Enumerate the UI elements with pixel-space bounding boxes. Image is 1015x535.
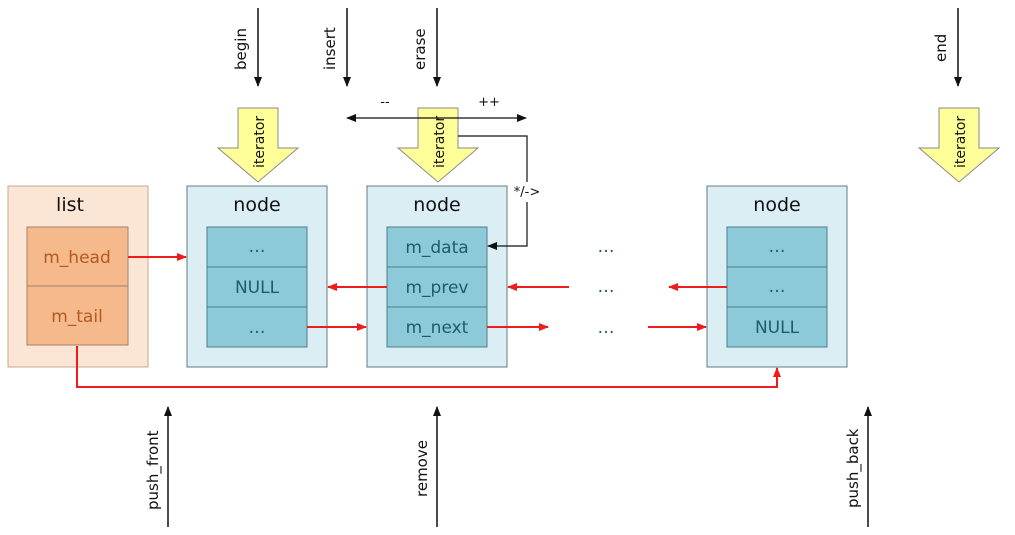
insert-label: insert bbox=[321, 27, 339, 70]
push-back-label: push_back bbox=[844, 428, 863, 508]
iterator-begin: iterator bbox=[216, 107, 300, 183]
ellipsis-3: … bbox=[598, 318, 615, 338]
node-2-field-3: m_next bbox=[406, 318, 469, 338]
iterator-ops bbox=[346, 114, 528, 250]
tail-to-node3-arrow bbox=[76, 346, 781, 388]
node-3-title: node bbox=[753, 194, 800, 216]
node-2: node m_data m_prev m_next bbox=[366, 185, 508, 368]
node-2-field-1: m_data bbox=[405, 238, 468, 258]
deref-label: */-> bbox=[514, 185, 540, 200]
end-label: end bbox=[932, 34, 950, 62]
push-front-label: push_front bbox=[144, 430, 163, 510]
decrement-label: -- bbox=[380, 95, 390, 110]
top-op-arrows bbox=[254, 8, 962, 87]
m-tail-label: m_tail bbox=[51, 307, 103, 327]
iterator-begin-label: iterator bbox=[252, 116, 268, 168]
iterator-end: iterator bbox=[917, 107, 1001, 183]
node-1-field-2: NULL bbox=[235, 278, 280, 298]
bottom-op-arrows bbox=[164, 406, 872, 527]
list-box: list m_head m_tail bbox=[7, 185, 149, 368]
node-1-field-3: … bbox=[249, 318, 266, 338]
increment-label: ++ bbox=[478, 95, 500, 110]
node-2-title: node bbox=[413, 194, 460, 216]
m-tail-cell bbox=[26, 285, 129, 346]
begin-label: begin bbox=[232, 28, 250, 70]
node-3-field-1: … bbox=[769, 237, 786, 257]
ellipsis-1: … bbox=[598, 237, 615, 257]
list-title: list bbox=[56, 194, 84, 216]
node-3: node … … NULL bbox=[706, 185, 848, 368]
node-3-field-3: NULL bbox=[755, 318, 800, 338]
m-head-label: m_head bbox=[43, 248, 111, 268]
iterator-current-label: iterator bbox=[432, 116, 448, 168]
node-2-field-2: m_prev bbox=[406, 278, 469, 298]
m-head-cell bbox=[26, 226, 129, 287]
erase-label: erase bbox=[411, 28, 429, 70]
ellipsis-2: … bbox=[598, 277, 615, 297]
red-links bbox=[76, 253, 781, 388]
node-3-field-2: … bbox=[769, 277, 786, 297]
node-1-field-1: … bbox=[249, 237, 266, 257]
node-1-title: node bbox=[233, 194, 280, 216]
node-1: node … NULL … bbox=[186, 185, 328, 368]
iterator-end-label: iterator bbox=[953, 116, 969, 168]
iterator-current: iterator bbox=[396, 107, 480, 183]
remove-label: remove bbox=[413, 440, 431, 497]
